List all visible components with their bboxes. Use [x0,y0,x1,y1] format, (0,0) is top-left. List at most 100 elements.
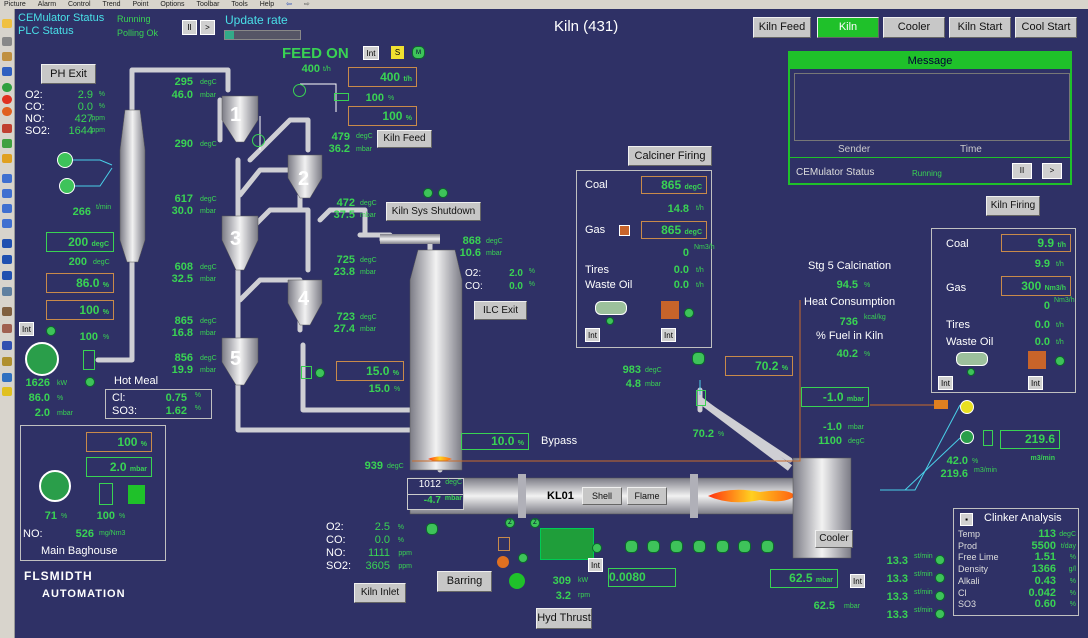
ph-fan-motor-icon[interactable] [83,350,95,370]
kiln-waste-oil-pump-icon[interactable] [1028,351,1046,369]
list-icon[interactable] [2,174,12,183]
inlet-fan-status-indicator[interactable] [426,523,438,535]
calciner-coal-setpoint[interactable]: 865 degC [641,176,707,194]
bar-chart-icon[interactable] [2,271,12,280]
cooler-fan-4-indicator[interactable] [935,609,945,619]
stop-icon[interactable] [2,95,12,104]
cooling-fan-6-icon[interactable] [738,540,751,553]
arrow-icon[interactable] [2,67,12,76]
drive-clutch-icon[interactable] [498,537,510,551]
forward-arrow-icon[interactable]: ⇨ [303,1,310,8]
primary-air-actuator-icon[interactable] [983,430,993,446]
bypass-setpoint[interactable]: 10.0 % [461,433,529,450]
kiln-tire-feeder-icon[interactable] [956,352,988,366]
menu-options[interactable]: Options [160,1,185,8]
message-play-button[interactable]: > [1042,163,1062,179]
feed-gate-icon[interactable] [334,93,349,101]
damper-valve-1-icon[interactable] [57,152,73,168]
cooling-fan-4-icon[interactable] [693,540,706,553]
warning-icon[interactable] [2,139,12,148]
hyd-thrust-button[interactable]: Hyd Thrust [536,608,592,629]
pen-icon[interactable] [2,341,12,350]
kiln-speed-setpoint[interactable]: 0.0080 [608,568,676,587]
baghouse-motor-icon[interactable] [99,483,113,505]
riser-split-setpoint[interactable]: 15.0 % [336,361,404,381]
cooling-fan-7-icon[interactable] [761,540,774,553]
help-icon[interactable] [2,387,12,396]
key-icon[interactable] [2,357,12,366]
feed-split-setpoint[interactable]: 100 % [348,106,417,126]
hood-pressure-setpoint[interactable]: -1.0 mbar [801,387,869,407]
calciner-gas-setpoint[interactable]: 865 degC [641,221,707,239]
start-icon[interactable] [2,83,12,92]
kiln-tires-int-button[interactable]: Int [938,376,953,390]
primary-air-valve-icon[interactable] [934,400,948,409]
menu-tools[interactable]: Tools [231,1,248,8]
cooler-fan-1-indicator[interactable] [935,555,945,565]
feed-rate-setpoint[interactable]: 400 t/h [348,67,417,87]
kiln-firing-button[interactable]: Kiln Firing [986,196,1040,216]
tertiary-damper-setpoint[interactable]: 70.2 % [725,356,793,376]
menu-help[interactable]: Help [259,1,275,8]
feed-valve-icon[interactable] [293,84,306,97]
menu-control[interactable]: Control [67,1,91,8]
feed-m-indicator[interactable]: M [412,46,425,59]
barring-run-icon[interactable] [509,573,525,589]
cooler-pressure-setpoint[interactable]: 62.5 mbar [770,569,838,588]
primary-air-fan-2-icon[interactable] [960,430,974,444]
reset-icon[interactable] [2,107,12,116]
cooling-fan-1-icon[interactable] [625,540,638,553]
calciner-tire-feeder-icon[interactable] [595,301,627,315]
cooler-fan-2-indicator[interactable] [935,573,945,583]
kiln-sys-shutdown-button[interactable]: Kiln Sys Shutdown [386,202,481,221]
ilc-exit-button[interactable]: ILC Exit [474,301,527,320]
cooling-fan-5-icon[interactable] [716,540,729,553]
open-icon[interactable] [2,52,12,61]
feed-valve-2-icon[interactable] [252,134,265,147]
menu-picture[interactable]: Picture [4,1,26,8]
grid-icon[interactable] [2,189,12,198]
menu-point[interactable]: Point [132,1,149,8]
ph-fan-int-button[interactable]: Int [19,322,34,336]
print-icon[interactable] [2,37,12,46]
user-icon[interactable] [2,324,12,333]
nav-kiln-start-button[interactable]: Kiln Start [949,17,1011,38]
calciner-waste-oil-pump-icon[interactable] [661,301,679,319]
edit-icon[interactable] [2,373,12,382]
update-rate-slider[interactable] [224,30,301,40]
kiln-inlet-button[interactable]: Kiln Inlet [354,583,406,603]
nav-kiln-button[interactable]: Kiln [817,17,879,38]
nav-cool-start-button[interactable]: Cool Start [1015,17,1077,38]
kiln-main-motor-icon[interactable] [540,528,594,560]
aux-motor-icon[interactable] [497,556,509,568]
search-icon[interactable] [2,307,12,316]
tertiary-damper-icon[interactable] [692,352,705,365]
primary-air-fan-1-icon[interactable] [960,400,974,414]
kiln-gas-setpoint[interactable]: 300 Nm3/h [1001,276,1071,296]
nav-kiln-feed-button[interactable]: Kiln Feed [753,17,811,38]
kiln-drive-int-button[interactable]: Int [588,558,603,572]
primary-air-setpoint[interactable]: 219.6 m3/min [1000,430,1060,462]
cooler-button[interactable]: Cooler [815,530,853,548]
menu-toolbar[interactable]: Toolbar [196,1,220,8]
fan-damper-setpoint[interactable]: 86.0 % [46,273,114,293]
message-pause-button[interactable]: II [1012,163,1032,179]
cooling-fan-2-icon[interactable] [647,540,660,553]
monitor-icon[interactable] [2,287,12,296]
cooling-fan-3-icon[interactable] [670,540,683,553]
back-arrow-icon[interactable]: ⇦ [286,1,292,8]
barring-button[interactable]: Barring [437,571,492,592]
calciner-oil-int-button[interactable]: Int [661,328,676,342]
baghouse-fan-icon[interactable] [39,470,71,502]
cooler-fan-3-indicator[interactable] [935,591,945,601]
play-button[interactable]: > [200,20,215,35]
kiln-coal-setpoint[interactable]: 9.9 t/h [1001,234,1071,252]
riser-gate-icon[interactable] [301,366,312,379]
alarm-icon[interactable] [2,154,12,163]
kiln-oil-int-button[interactable]: Int [1028,376,1043,390]
calciner-firing-button[interactable]: Calciner Firing [628,146,712,166]
tower-temp-setpoint[interactable]: 200 degC [46,232,114,252]
chart-icon[interactable] [2,255,12,264]
message-list[interactable] [794,73,1070,141]
kiln-shell-button[interactable]: Shell [582,487,622,505]
